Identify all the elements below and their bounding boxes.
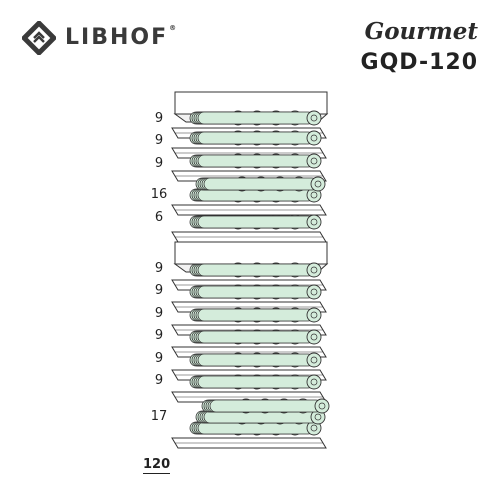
total-count: 120 [143,457,171,474]
header-logo: LIBHOF® [22,21,176,55]
shelf-count-6: 9 [154,261,164,276]
bottle [197,263,315,277]
shelf-count-2: 9 [154,133,164,148]
shelf-2 [171,130,327,159]
bottle-end [306,374,322,390]
shelf-12 [171,398,330,449]
bottle-end [306,352,322,368]
bottle-end [306,262,322,278]
bottle [197,308,315,322]
model-name: GQD-120 [360,50,478,75]
bottle [203,177,319,191]
bottle [209,399,323,413]
libhof-logo-icon [22,21,56,55]
bottle [197,131,315,145]
shelf-count-8: 9 [154,306,164,321]
shelf-count-3: 9 [154,156,164,171]
bottle [197,154,315,168]
bottle-end [306,153,322,169]
bottle [197,285,315,299]
shelf-count-7: 9 [154,283,164,298]
bottle [197,215,315,229]
bottle [197,111,315,125]
shelf-5 [171,214,327,243]
bottle [197,375,315,389]
shelf-count-11: 9 [154,373,164,388]
shelf-count-9: 9 [154,328,164,343]
bottle [197,330,315,344]
shelf-3 [171,153,327,182]
bottle-end [310,176,326,192]
shelf-count-5: 6 [154,210,164,225]
bottle [197,353,315,367]
shelf-4 [171,176,327,216]
shelf-11 [171,374,327,403]
bottle-end [306,214,322,230]
bottle-end [306,110,322,126]
shelf-count-10: 9 [154,351,164,366]
shelf-count-1: 9 [154,111,164,126]
bottle-end [306,130,322,146]
bottle-end [306,329,322,345]
shelf-count-4: 16 [150,187,168,202]
bottle-end [314,398,330,414]
series-name: Gourmet [364,18,478,45]
brand-name: LIBHOF® [65,24,177,50]
shelf-8 [171,307,327,336]
shelf-9 [171,329,327,358]
shelf-count-12: 17 [150,409,168,424]
bottle-end [306,307,322,323]
bottle-end [306,284,322,300]
shelf-7 [171,284,327,313]
registered-mark: ® [169,24,177,32]
